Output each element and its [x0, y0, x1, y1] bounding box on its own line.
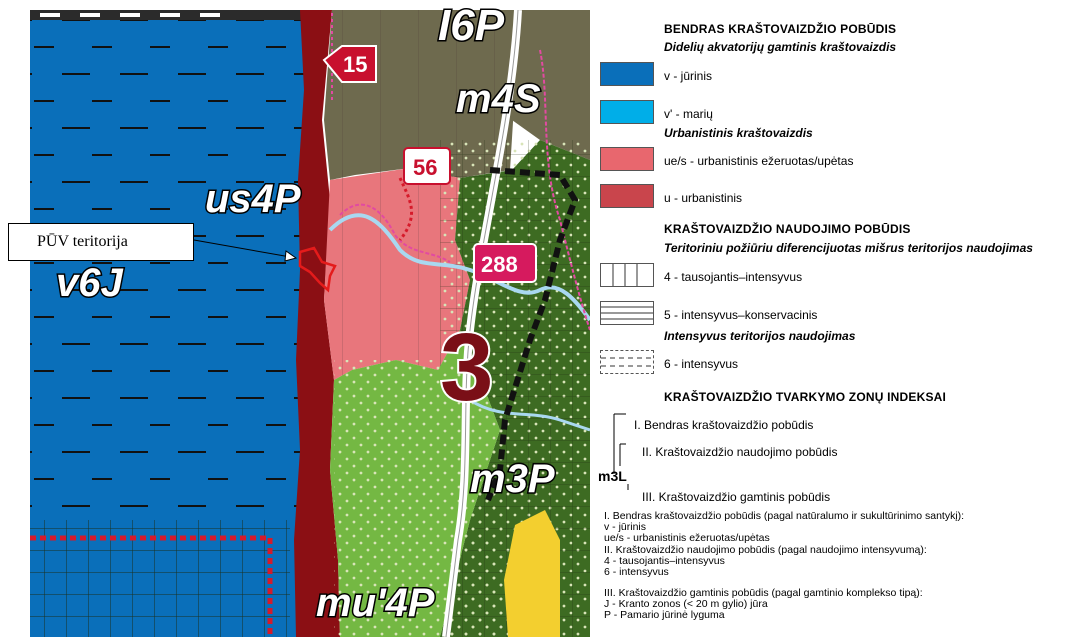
green-light-dots: [334, 360, 504, 637]
road-shield-15: 15: [322, 45, 377, 83]
index-item-1: I. Bendras kraštovaizdžio pobūdis: [634, 418, 814, 432]
sea-dashes: [30, 10, 310, 520]
olive-area-right: [512, 10, 590, 160]
puv-site-marker: [298, 246, 337, 293]
index-item-3: III. Kraštovaizdžio gamtinis pobūdis: [642, 490, 831, 504]
swatch-4-pattern: [600, 263, 654, 287]
swatch-u: [600, 184, 654, 208]
black-dashed-boundary: [485, 167, 579, 502]
river: [328, 213, 590, 322]
legend-sub-mishrus: Teritoriniu požiūriu diferencijuotas miš…: [664, 241, 1033, 255]
legend-heading-naudojimo: KRAŠTOVAIZDŽIO NAUDOJIMO POBŪDIS: [664, 222, 911, 236]
lagoon-grid-area: [30, 520, 290, 637]
legend-item-4: 4 - tausojantis–intensyvus: [664, 270, 803, 284]
callout-arrow-line: [193, 239, 297, 259]
river-pink: [339, 203, 451, 263]
index-code-example: m3L: [598, 468, 627, 484]
road-number-56: 56: [413, 155, 437, 180]
zone-label-i6p: I6P: [438, 1, 505, 50]
legend-heading-indeksai: KRAŠTOVAIZDŽIO TVARKYMO ZONŲ INDEKSAI: [664, 390, 947, 404]
legend-item-5: 5 - intensyvus–konservacinis: [664, 308, 818, 322]
swatch-v-mariu: [600, 100, 654, 124]
note-line: III. Kraštovaizdžio gamtinis pobūdis (pa…: [604, 587, 923, 599]
legend-item-ue: ue/s - urbanistinis ežeruotas/upėtas: [664, 154, 854, 168]
puv-callout-box: PŪV teritorija: [8, 223, 194, 261]
zone-label-v6j: v6J: [56, 261, 123, 305]
callout-arrow-head: [284, 250, 298, 262]
map-legend: BENDRAS KRAŠTOVAIZDŽIO POBŪDIS Didelių a…: [596, 18, 1066, 633]
red-dotted-line: [398, 177, 414, 241]
note-line: I. Bendras kraštovaizdžio pobūdis (pagal…: [604, 510, 965, 522]
pattern-horizontal-lines: [601, 306, 653, 320]
puv-callout-label: PŪV teritorija: [37, 233, 128, 250]
zone-label-us4p: us4P: [205, 177, 301, 221]
note-line: ue/s - urbanistinis ežeruotas/upėtas: [604, 532, 770, 544]
urban-coast-strip: [294, 10, 340, 637]
road-shield-288: 288: [473, 243, 537, 283]
legend-sub-akvatoriju: Didelių akvatorijų gamtinis kraštovaizdi…: [664, 40, 897, 54]
index-item-2: II. Kraštovaizdžio naudojimo pobūdis: [642, 445, 838, 459]
legend-sub-intensyvus: Intensyvus teritorijos naudojimas: [664, 329, 856, 343]
zone-label-mu4p: mu'4P: [316, 581, 435, 625]
pattern-vertical-lines: [612, 264, 638, 286]
pattern-dashed-lines: [601, 357, 653, 367]
road-shield-56: 56: [403, 147, 451, 185]
note-line: J - Kranto zonos (< 20 m gylio) jūra: [604, 598, 768, 610]
legend-item-vp: v' - marių: [664, 107, 713, 121]
road-number-288: 288: [481, 252, 518, 277]
swatch-v-jurinis: [600, 62, 654, 86]
zone-label-m3p: m3P: [470, 457, 555, 501]
swatch-6-pattern: [600, 350, 654, 374]
swatch-5-pattern: [600, 301, 654, 325]
note-line: 6 - intensyvus: [604, 566, 669, 578]
road-number-15: 15: [343, 52, 367, 77]
swatch-ue-s: [600, 147, 654, 171]
legend-item-6: 6 - intensyvus: [664, 357, 739, 371]
river-2: [469, 398, 590, 432]
legend-item-v: v - jūrinis: [664, 69, 713, 83]
legend-sub-urbanistinis: Urbanistinis kraštovaizdis: [664, 126, 813, 140]
note-line: 4 - tausojantis–intensyvus: [604, 555, 725, 567]
zone-number-3: 3: [440, 314, 493, 421]
note-line: P - Pamario jūrinė lyguma: [604, 609, 725, 621]
river-pink-2: [539, 49, 590, 331]
yellow-patch: [504, 510, 560, 637]
map-canvas[interactable]: 15 56 288 I6P m4S us4P v6J m3P mu'4P 3: [0, 0, 590, 637]
legend-item-u: u - urbanistinis: [664, 191, 743, 205]
legend-heading-general: BENDRAS KRAŠTOVAIZDŽIO POBŪDIS: [664, 22, 897, 36]
note-line: II. Kraštovaizdžio naudojimo pobūdis (pa…: [604, 544, 927, 556]
note-line: v - jūrinis: [604, 521, 647, 533]
zone-label-m4s: m4S: [456, 77, 541, 121]
index-tree-lines: [613, 413, 629, 490]
dotted-boundary: [30, 535, 273, 637]
main-road-edge: [445, 9, 519, 637]
